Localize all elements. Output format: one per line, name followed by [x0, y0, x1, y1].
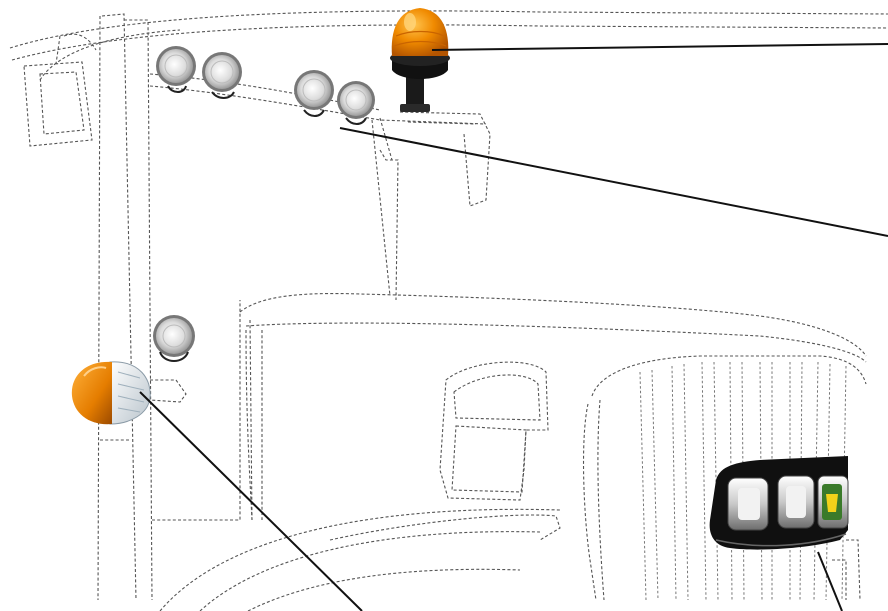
leader-roof-lights: [340, 128, 888, 236]
leader-beacon: [432, 44, 888, 50]
cab-roof-work-lights: [156, 46, 375, 124]
work-light-icon: [337, 81, 375, 124]
work-light-icon: [294, 70, 334, 116]
leader-grille: [818, 552, 842, 611]
grille-headlight-bar-icon: [710, 456, 848, 550]
work-light-icon: [156, 46, 196, 92]
work-light-icon: [202, 52, 242, 98]
work-light-icon: [153, 315, 195, 361]
amber-clear-indicator-icon: [72, 362, 150, 424]
amber-beacon-icon: [390, 8, 450, 112]
pillar-work-light: [153, 315, 195, 361]
